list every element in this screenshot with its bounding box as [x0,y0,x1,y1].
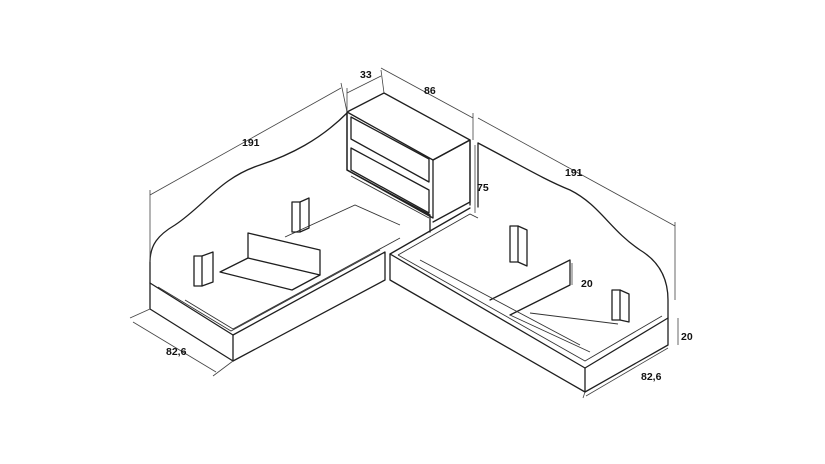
dimension-lines [129,67,679,399]
label-right-bed-width: 82,6 [641,371,662,383]
dimension-labels: 191 82,6 33 86 75 191 20 20 82,6 [166,69,693,383]
chest-drawer-1 [350,116,430,183]
right-bed-headboard [469,139,669,319]
label-right-bed-length: 191 [565,167,583,179]
label-chest-depth: 33 [360,69,372,81]
label-left-bed-length: 191 [242,137,260,149]
right-bed [389,139,669,393]
label-right-bed-height: 20 [681,331,693,343]
label-left-bed-width: 82,6 [166,346,187,358]
right-bed-slat-support-2 [611,289,621,321]
left-bed-slat-support-2 [291,201,301,233]
right-bed-slat-support-1 [509,225,519,263]
left-bed [149,112,431,362]
label-chest-width: 86 [424,85,436,97]
label-drawer-height: 20 [581,278,593,290]
left-bed-slat-support-1 [193,255,203,287]
chest-drawer-2 [350,147,430,214]
label-chest-height: 75 [477,182,489,194]
left-bed-headboard [149,112,348,284]
